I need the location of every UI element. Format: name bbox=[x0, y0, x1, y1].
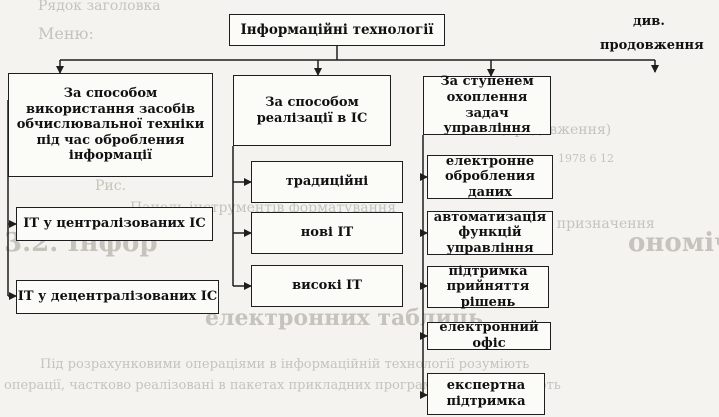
bleed-heading-right: ономічн bbox=[628, 228, 719, 258]
bleed-table-nums: 1978 6 12 bbox=[558, 152, 614, 165]
category-computing-means: За способом використання засобів обчислю… bbox=[8, 73, 213, 177]
bleed-para-line1: Під розрахунковими операціями в інформац… bbox=[40, 357, 530, 372]
node-centralized-it: ІТ у централізованих ІС bbox=[16, 207, 213, 241]
node-high-it: високі ІТ bbox=[251, 265, 403, 307]
node-traditional: традиційні bbox=[251, 161, 403, 203]
bleed-caption: Рис. bbox=[95, 178, 127, 194]
category-coverage: За ступенем охоплення задач управління bbox=[423, 74, 551, 136]
node-decentralized-it: ІТ у децентралізованих ІС bbox=[16, 280, 219, 314]
continuation-note-line2: продовження bbox=[600, 38, 704, 53]
node-new-it: нові ІТ bbox=[251, 212, 403, 254]
bleed-top-line1: Рядок заголовка bbox=[38, 0, 161, 14]
continuation-note-line1: див. bbox=[633, 14, 665, 29]
bleed-para-line2: операції, частково реалізовані в пакетах… bbox=[4, 378, 561, 393]
node-expert-support: експертна підтримка bbox=[427, 373, 545, 415]
node-automation: автоматизація функцій управління bbox=[427, 210, 553, 256]
category-implementation: За способом реалізації в ІС bbox=[233, 75, 391, 146]
node-electronic-processing: електронне обробления даних bbox=[427, 154, 553, 200]
node-electronic-office: електронний офіс bbox=[427, 320, 551, 351]
bleed-top-line2: Меню: bbox=[38, 24, 94, 43]
node-decision-support: підтримка прийняття рішень bbox=[427, 264, 549, 310]
root-node: Інформаційні технології bbox=[229, 14, 445, 46]
